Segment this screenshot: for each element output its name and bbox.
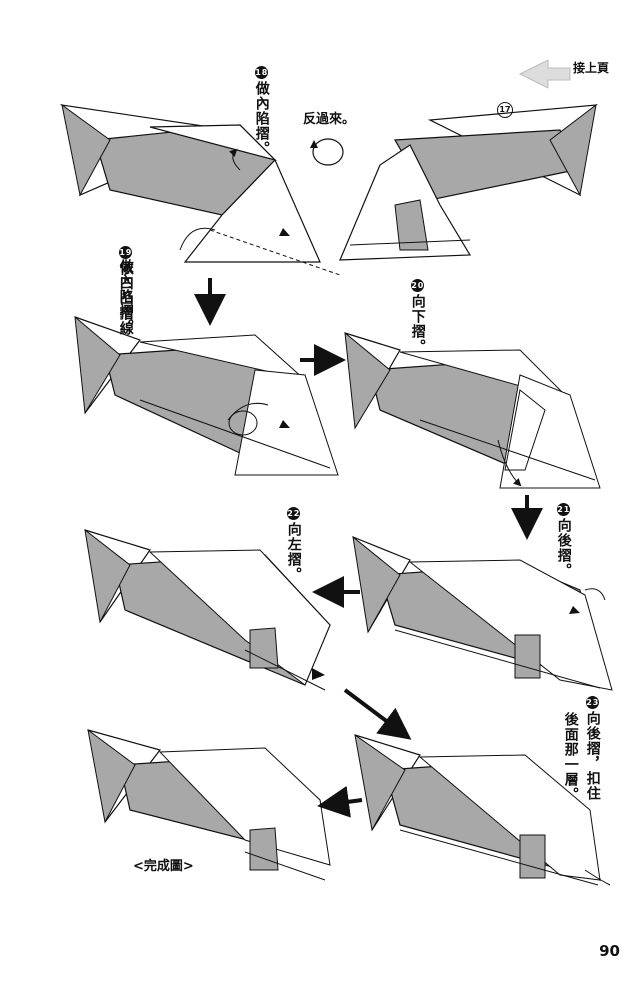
step22-text: 向左摺。 (285, 522, 302, 582)
step20-text: 向下摺。 (409, 294, 426, 354)
left-arrow-2 (317, 785, 363, 818)
step19-text-col1: 依凹凸摺線 (117, 261, 134, 336)
step19-text-col2: 做內陷摺。 (117, 259, 134, 334)
step18-number: 18 (255, 66, 269, 79)
step23-text-col2: 後面那一層。 (562, 712, 579, 802)
step19-label: 19 依凹凸摺線 (117, 246, 134, 336)
step17-number: 17 (497, 102, 513, 118)
completed-fish (87, 728, 331, 881)
step21-number: 21 (557, 503, 571, 516)
step21-text: 向後摺。 (555, 518, 572, 578)
page-number: 90 (599, 942, 620, 960)
step23-fish (354, 733, 611, 886)
previous-page-label[interactable]: 接上頁 (573, 61, 610, 75)
step17-fish (339, 103, 598, 261)
diagonal-arrow (343, 688, 412, 740)
step18-label: 18 做內陷摺。 (253, 66, 270, 156)
step23-label-col2: 後面那一層。 (562, 712, 579, 802)
flip-over-icon (310, 138, 344, 166)
step19-fish (74, 315, 339, 476)
step21-fish (352, 535, 613, 691)
step23-label: 23 向後摺，扣住 (584, 696, 601, 801)
step18-fish (59, 103, 341, 276)
flip-over-label: 反過來。 (303, 112, 356, 127)
step22-number: 22 (287, 507, 301, 520)
step21-label: 21 向後摺。 (555, 503, 572, 578)
step22-fish (84, 528, 331, 691)
step22-label: 22 向左摺。 (285, 507, 302, 582)
step19-number: 19 (119, 246, 133, 259)
step17-label: 17 (497, 101, 513, 118)
step19-label-col2: 做內陷摺。 (117, 259, 134, 334)
step20-label: 20 向下摺。 (409, 279, 426, 354)
step23-number: 23 (586, 696, 600, 709)
previous-page-arrow-icon[interactable] (518, 59, 571, 89)
step23-text-col1: 向後摺，扣住 (584, 711, 601, 801)
step20-fish (344, 331, 601, 489)
completed-label: <完成圖> (133, 859, 194, 874)
step20-number: 20 (411, 279, 425, 292)
step18-text: 做內陷摺。 (253, 81, 270, 156)
